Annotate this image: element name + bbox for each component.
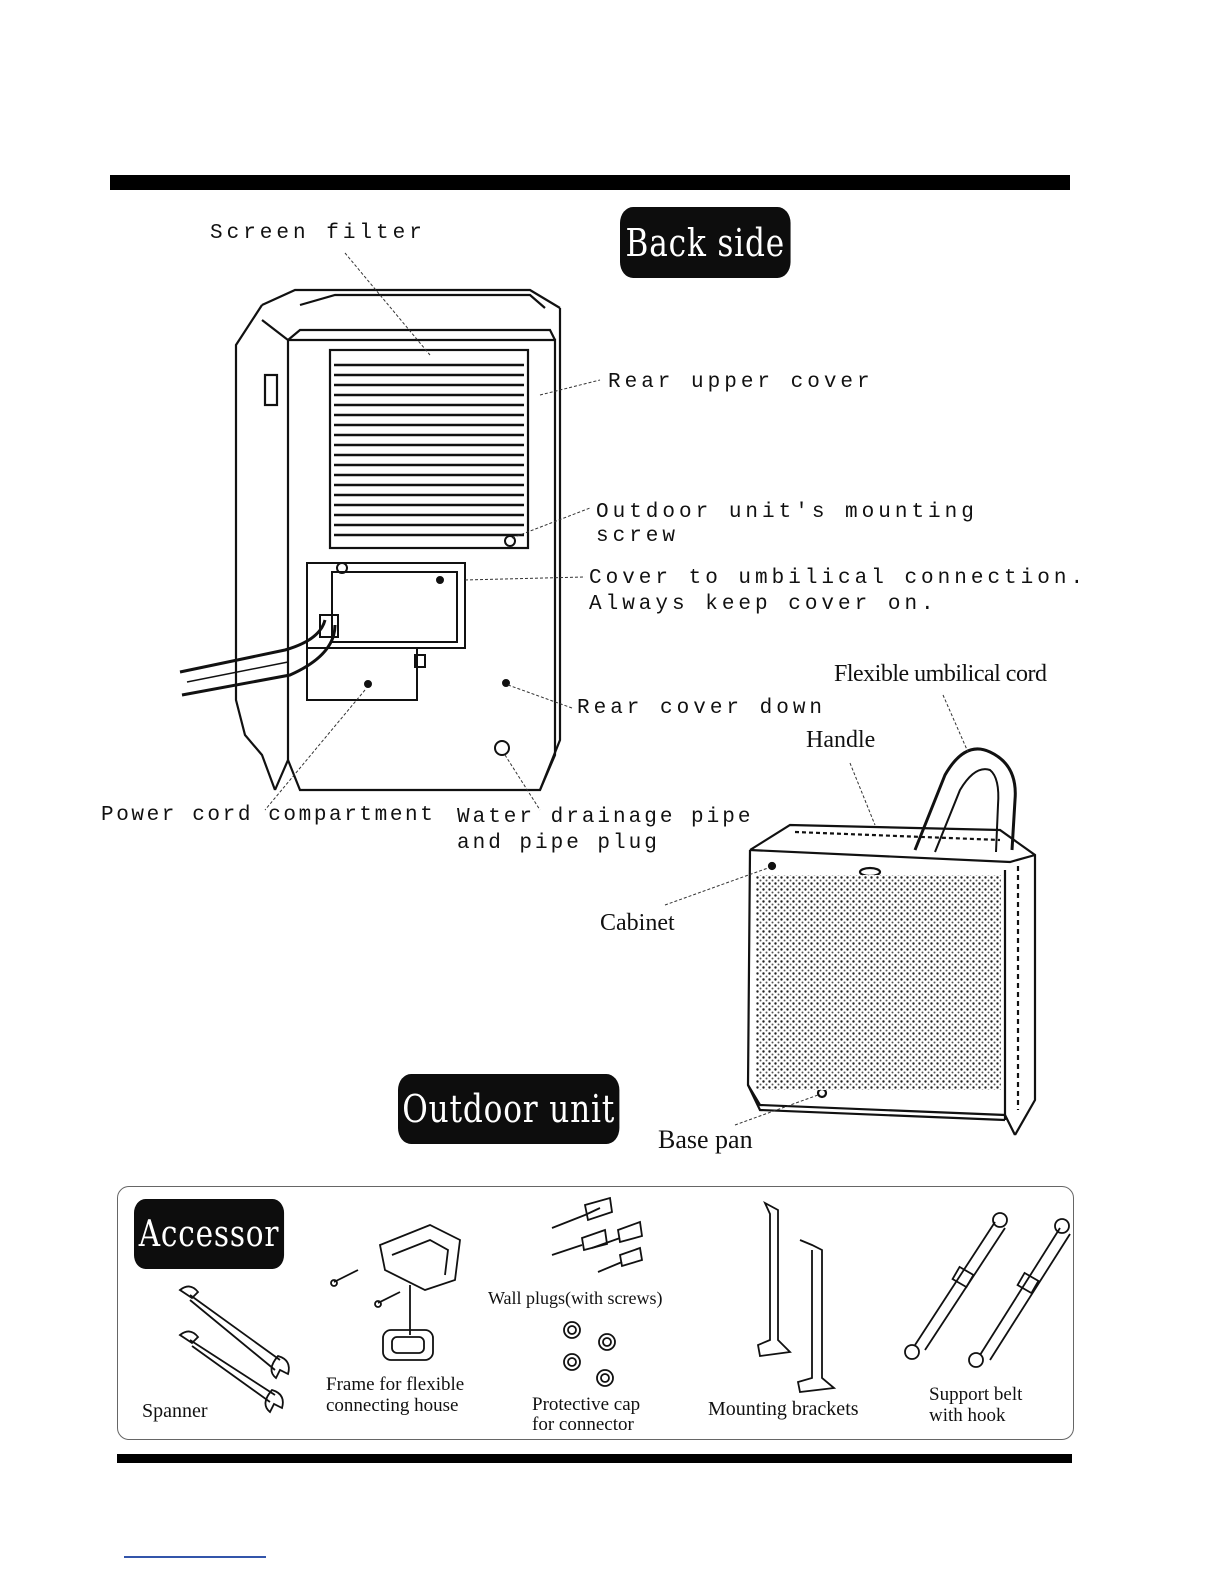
protective-cap-icon: [563, 1321, 616, 1387]
footer-line: [124, 1556, 266, 1558]
top-rule: [110, 175, 1070, 190]
label-base-pan: Base pan: [658, 1125, 753, 1154]
support-belt-icon: [904, 1212, 1071, 1368]
label-brackets: Mounting brackets: [708, 1398, 859, 1420]
accessories-badge: Accessor: [134, 1199, 285, 1269]
accessories-panel: [117, 1186, 1074, 1440]
label-rear-cover-down: Rear cover down: [577, 697, 827, 720]
label-frame-1: Frame for flexible: [326, 1374, 465, 1395]
label-drainage-2: and pipe plug: [457, 832, 660, 855]
label-belt-1: Support belt: [929, 1384, 1023, 1405]
label-umbilical-cover-2: Always keep cover on.: [589, 593, 938, 616]
outdoor-unit-badge: Outdoor unit: [398, 1074, 620, 1144]
label-belt-2: with hook: [929, 1405, 1006, 1426]
label-cap-1: Protective cap: [532, 1394, 641, 1415]
label-drainage-1: Water drainage pipe: [457, 806, 754, 829]
label-mounting-screw-1: Outdoor unit's mounting: [596, 501, 978, 524]
label-rear-upper-cover: Rear upper cover: [608, 371, 874, 394]
label-cap-2: for connector: [532, 1414, 634, 1435]
bottom-rule: [117, 1454, 1072, 1463]
label-wall-plugs: Wall plugs(with screws): [488, 1288, 663, 1308]
mounting-bracket-icon: [756, 1200, 837, 1393]
label-screen-filter: Screen filter: [210, 222, 426, 245]
label-frame-2: connecting house: [326, 1395, 459, 1416]
label-cabinet: Cabinet: [600, 910, 675, 936]
outdoor-mesh-grille: [756, 875, 1001, 1090]
wall-plug-icon: [551, 1196, 644, 1273]
label-handle: Handle: [806, 727, 876, 753]
back-side-badge: Back side: [620, 207, 791, 278]
frame-icon: [330, 1224, 461, 1361]
spanner-icon: [178, 1285, 290, 1414]
label-mounting-screw-2: screw: [596, 525, 680, 548]
label-umbilical-cover-1: Cover to umbilical connection.: [589, 567, 1088, 590]
label-power-cord-compartment: Power cord compartment: [101, 804, 436, 827]
label-flexible-cord: Flexible umbilical cord: [834, 661, 1047, 687]
label-spanner: Spanner: [142, 1400, 208, 1422]
